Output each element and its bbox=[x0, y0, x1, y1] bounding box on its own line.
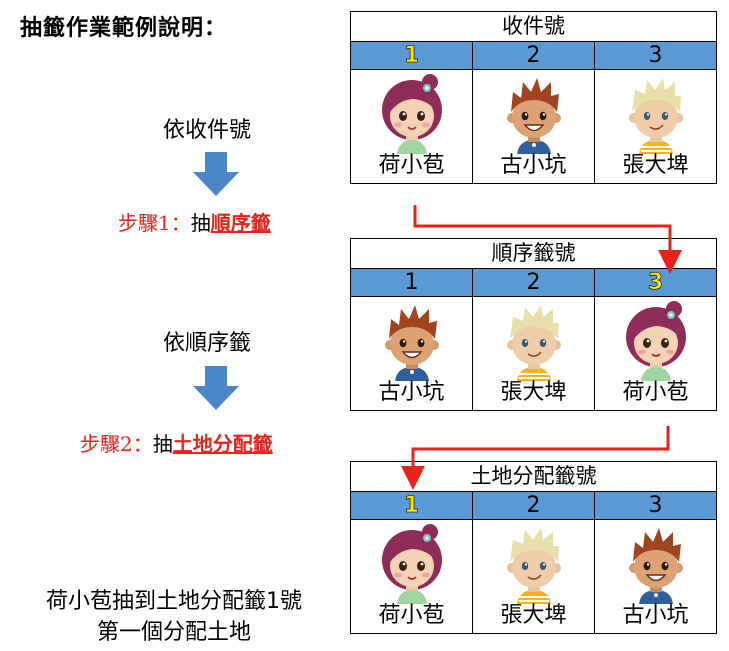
table-header: 土地分配籤號 bbox=[351, 462, 716, 492]
number-cell: 1 bbox=[351, 492, 473, 519]
table-receipt-number: 收件號 1 2 3 荷小苞 古小坑 張大埤 bbox=[350, 11, 717, 184]
step1-highlight: 順序籤 bbox=[210, 211, 271, 235]
down-arrow-icon bbox=[193, 366, 239, 410]
number-cell: 2 bbox=[473, 269, 595, 296]
number-cell: 3 bbox=[648, 43, 663, 68]
number-cell: 1 bbox=[351, 269, 473, 296]
number-row: 1 2 3 bbox=[351, 269, 716, 297]
character-name: 古小坑 bbox=[500, 153, 567, 178]
character-name: 古小坑 bbox=[378, 380, 445, 405]
character-name: 張大埤 bbox=[622, 153, 689, 178]
character-cell: 荷小苞 bbox=[351, 520, 473, 633]
character-cell: 古小坑 bbox=[473, 70, 595, 183]
character-name: 荷小苞 bbox=[378, 153, 445, 178]
step2-highlight: 土地分配籤 bbox=[172, 432, 273, 456]
character-cell: 古小坑 bbox=[595, 520, 716, 633]
step2-grab: 抽 bbox=[152, 432, 173, 456]
number-cell: 2 bbox=[473, 42, 595, 69]
step1-grab: 抽 bbox=[190, 211, 211, 235]
number-cell: 2 bbox=[473, 492, 595, 519]
result-text: 荷小苞抽到土地分配籤1號 第一個分配土地 bbox=[8, 586, 340, 648]
step1-prefix: 步驟1： bbox=[118, 211, 191, 235]
character-name: 張大埤 bbox=[500, 380, 567, 405]
number-cell: 3 bbox=[647, 270, 664, 296]
number-cell: 3 bbox=[648, 493, 663, 518]
character-name: 荷小苞 bbox=[378, 603, 445, 628]
down-arrow-icon bbox=[193, 152, 239, 196]
character-cell: 張大埤 bbox=[595, 70, 716, 183]
red-connector-arrow bbox=[413, 205, 682, 274]
number-row: 1 2 3 bbox=[351, 492, 716, 520]
number-cell: 1 bbox=[351, 42, 473, 69]
character-row: 荷小苞 古小坑 張大埤 bbox=[351, 70, 716, 183]
character-cell: 張大埤 bbox=[473, 520, 595, 633]
step2-prefix: 步驟2： bbox=[80, 432, 153, 456]
character-row: 荷小苞 張大埤 古小坑 bbox=[351, 520, 716, 633]
character-name: 張大埤 bbox=[500, 603, 567, 628]
table-header: 收件號 bbox=[351, 12, 716, 42]
step1-text: 步驟1：抽順序籤 bbox=[118, 207, 271, 236]
character-cell: 荷小苞 bbox=[351, 70, 473, 183]
result-line-2: 第一個分配土地 bbox=[96, 620, 251, 645]
table-land-allocation-lot: 土地分配籤號 1 2 3 荷小苞 張大埤 古小坑 bbox=[350, 461, 717, 634]
step2-text: 步驟2：抽土地分配籤 bbox=[80, 428, 273, 457]
character-cell: 張大埤 bbox=[473, 297, 595, 410]
character-cell: 荷小苞 bbox=[595, 297, 716, 410]
character-row: 古小坑 張大埤 荷小苞 bbox=[351, 297, 716, 410]
number-row: 1 2 3 bbox=[351, 42, 716, 70]
character-name: 古小坑 bbox=[622, 603, 689, 628]
character-name: 荷小苞 bbox=[622, 380, 689, 405]
result-line-1: 荷小苞抽到土地分配籤1號 bbox=[46, 589, 302, 614]
table-order-lot: 順序籤號 1 2 3 古小坑 張大埤 荷小苞 bbox=[350, 238, 717, 411]
label-by-order-lot: 依順序籤 bbox=[163, 331, 252, 356]
character-cell: 古小坑 bbox=[351, 297, 473, 410]
label-by-receipt-number: 依收件號 bbox=[163, 118, 252, 143]
red-connector-arrow bbox=[401, 426, 670, 490]
table-header: 順序籤號 bbox=[351, 239, 716, 269]
page-title: 抽籤作業範例說明： bbox=[20, 16, 228, 41]
